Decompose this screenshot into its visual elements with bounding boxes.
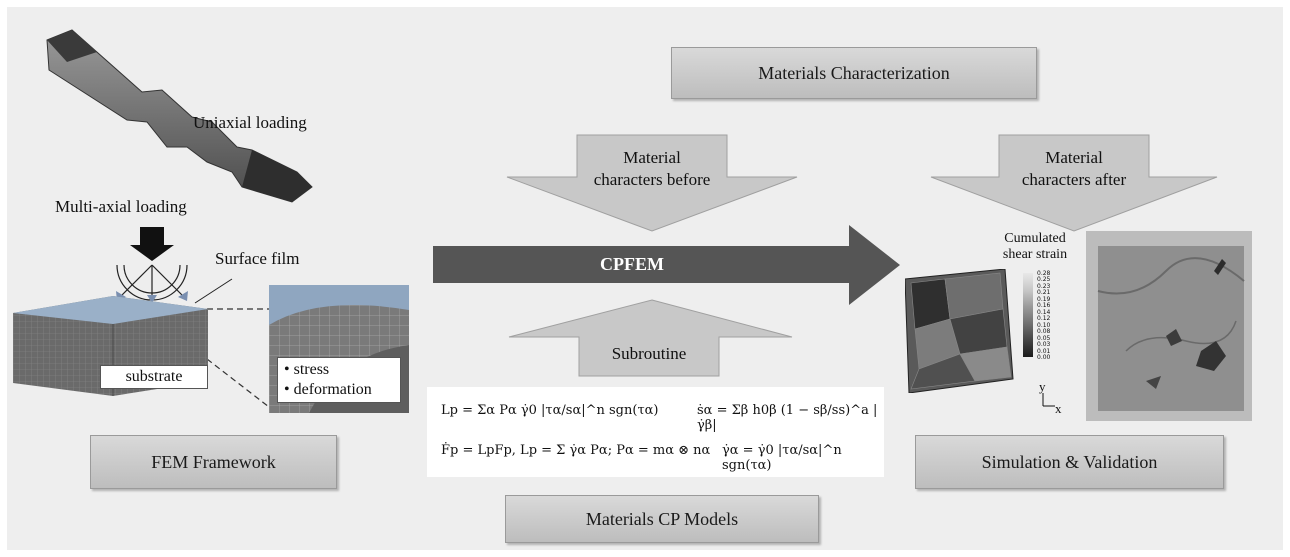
legend-tick-label: 0.19 bbox=[1037, 295, 1051, 303]
surface-film-label: Surface film bbox=[215, 249, 300, 268]
fem-framework-label: FEM Framework bbox=[151, 451, 276, 472]
equation-3: Ḟp = LpFp, Lp = Σ γ̇α Pα; Pα = mα ⊗ nα bbox=[441, 443, 711, 458]
equation-1: Lp = Σα Pα γ̇0 |τα/sα|^n sgn(τα) bbox=[441, 403, 659, 418]
legend-tick-label: 0.08 bbox=[1037, 328, 1051, 336]
uniaxial-loading-label: Uniaxial loading bbox=[193, 113, 307, 132]
strain-map bbox=[1086, 231, 1252, 421]
axis-x-label: x bbox=[1055, 401, 1062, 416]
material-before-arrow bbox=[506, 134, 798, 232]
subroutine-arrow bbox=[508, 299, 793, 377]
material-before-label: Material characters before bbox=[567, 147, 737, 191]
materials-cp-models-label: Materials CP Models bbox=[585, 508, 739, 529]
material-after-line2: characters after bbox=[1021, 170, 1127, 189]
cumulated-line1: Cumulated bbox=[1004, 231, 1066, 246]
arrows-layer bbox=[194, 134, 1218, 408]
material-after-arrow bbox=[930, 134, 1218, 232]
equation-2: ṡα = Σβ h0β (1 − sβ/ss)^a |γ̇β| bbox=[697, 403, 878, 433]
cpfem-arrow bbox=[433, 225, 900, 305]
material-after-label: Material characters after bbox=[989, 147, 1159, 191]
multiaxial-arrows bbox=[116, 227, 188, 303]
legend-bar bbox=[1023, 273, 1033, 357]
cumulated-label: Cumulated shear strain bbox=[985, 231, 1085, 263]
legend-tick-label: 0.12 bbox=[1037, 315, 1051, 323]
legend-tick-label: 0.21 bbox=[1037, 289, 1051, 297]
uniaxial-specimen bbox=[46, 29, 313, 203]
axis-lines bbox=[1042, 393, 1055, 407]
cpfem-label: CPFEM bbox=[600, 254, 664, 274]
substrate-label-box: substrate bbox=[100, 365, 208, 389]
materials-characterization-label: Materials Characterization bbox=[758, 62, 950, 83]
equation-panel: Lp = Σα Pα γ̇0 |τα/sα|^n sgn(τα) ṡα = Σβ… bbox=[427, 387, 884, 477]
subroutine-label: Subroutine bbox=[611, 344, 687, 363]
legend-tick-label: 0.28 bbox=[1037, 270, 1051, 277]
legend-tick-label: 0.14 bbox=[1037, 308, 1051, 316]
legend-tick-label: 0.03 bbox=[1037, 341, 1051, 349]
legend-tick-label: 0.05 bbox=[1037, 334, 1051, 342]
multiaxial-loading-label: Multi-axial loading bbox=[55, 197, 187, 216]
fem-framework-box: FEM Framework bbox=[90, 435, 337, 489]
legend-tick-label: 0.00 bbox=[1037, 354, 1051, 361]
simulation-validation-box: Simulation & Validation bbox=[915, 435, 1224, 489]
deformation-label: • deformation bbox=[284, 381, 372, 398]
material-before-line2: characters before bbox=[593, 170, 711, 189]
material-before-line1: Material bbox=[623, 148, 681, 167]
legend-tick-label: 0.25 bbox=[1037, 276, 1051, 284]
diagram-canvas: Materials Characterization FEM Framework… bbox=[7, 7, 1283, 550]
legend-tick-label: 0.16 bbox=[1037, 302, 1051, 310]
legend-tick-label: 0.10 bbox=[1037, 321, 1051, 329]
substrate-label: substrate bbox=[125, 368, 183, 385]
materials-characterization-box: Materials Characterization bbox=[671, 47, 1037, 99]
stress-label: • stress bbox=[284, 361, 330, 378]
stress-deformation-box: • stress • deformation bbox=[277, 357, 401, 403]
grain-slab bbox=[905, 269, 1014, 393]
legend-tick-label: 0.23 bbox=[1037, 282, 1051, 290]
materials-cp-models-box: Materials CP Models bbox=[505, 495, 819, 543]
legend-tick-label: 0.01 bbox=[1037, 347, 1051, 355]
axis-y-label: y bbox=[1039, 379, 1046, 394]
cumulated-line2: shear strain bbox=[1002, 247, 1068, 262]
material-after-line1: Material bbox=[1045, 148, 1103, 167]
simulation-validation-label: Simulation & Validation bbox=[981, 451, 1158, 472]
equation-4: γ̇α = γ̇0 |τα/sα|^n sgn(τα) bbox=[722, 443, 842, 473]
